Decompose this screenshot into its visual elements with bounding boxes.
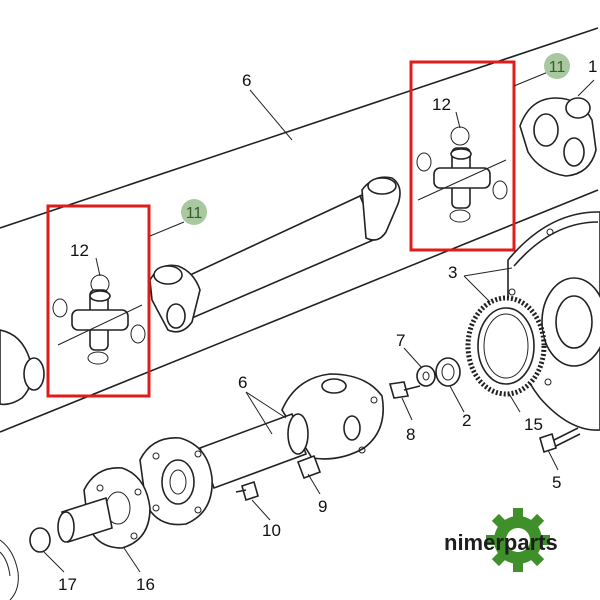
callout-16: 16 [136, 575, 155, 594]
callout-11-left: 11 [186, 205, 203, 222]
badge-11-right: 11 [544, 53, 570, 79]
callouts: 6 12 12 1 3 7 8 2 15 5 6 9 10 16 17 [58, 57, 597, 594]
bolt-5 [539, 427, 581, 454]
snap-ring [0, 527, 51, 600]
callout-15: 15 [524, 415, 543, 434]
callout-17: 17 [58, 575, 77, 594]
callout-11-right: 11 [549, 59, 566, 76]
callout-2: 2 [462, 411, 471, 430]
callout-1: 1 [588, 57, 597, 76]
brand-name: nimerparts [444, 530, 558, 555]
flange-yoke [57, 467, 151, 549]
callout-6-top: 6 [242, 71, 251, 90]
callout-3: 3 [448, 263, 457, 282]
universal-joint-right [409, 60, 516, 252]
badge-11-left: 11 [181, 199, 207, 225]
brand-logo: nimerparts [444, 508, 558, 572]
callout-7: 7 [396, 331, 405, 350]
callout-9: 9 [318, 497, 327, 516]
universal-joint-left [46, 204, 151, 398]
washer-and-bolt [388, 357, 461, 399]
leader-lines [43, 71, 595, 573]
callout-10: 10 [262, 521, 281, 540]
callout-6-mid: 6 [238, 373, 247, 392]
intermediate-shaft [139, 373, 384, 526]
callout-12-right: 12 [432, 95, 451, 114]
main-drive-shaft [0, 27, 599, 433]
badge-circle [181, 199, 207, 225]
badge-circle [544, 53, 570, 79]
callout-5: 5 [552, 473, 561, 492]
callout-12-left: 12 [70, 241, 89, 260]
callout-8: 8 [406, 425, 415, 444]
gear-icon [486, 508, 550, 572]
seal-ring [465, 295, 547, 397]
